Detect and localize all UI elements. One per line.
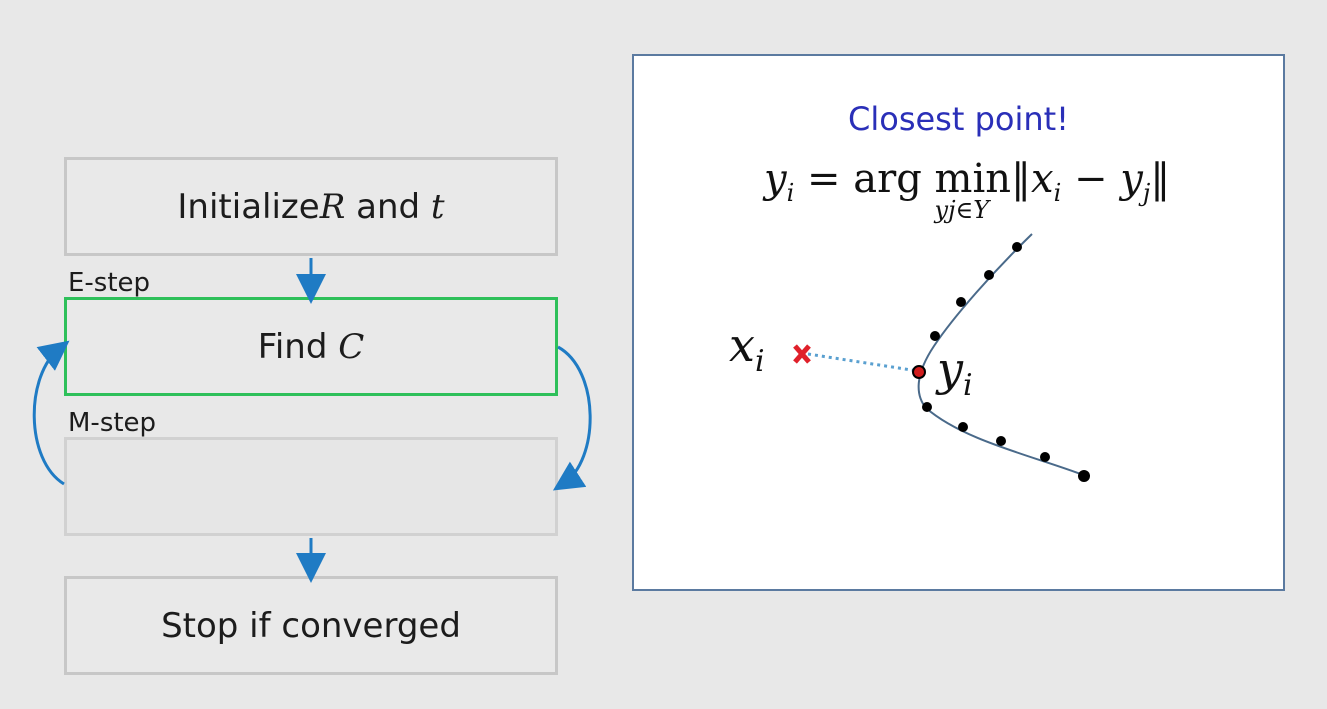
label-xi: xi xyxy=(729,318,765,379)
curve-point xyxy=(922,402,932,412)
curve-point xyxy=(996,436,1006,446)
m-step-box xyxy=(64,437,558,536)
formula-under: yj∈Y xyxy=(934,196,990,224)
label-yi: yi xyxy=(937,342,973,403)
formula-x: x xyxy=(1031,156,1054,202)
query-point-x-marker xyxy=(793,344,811,364)
e-step-label: E-step xyxy=(68,268,151,298)
formula-y: y xyxy=(1120,156,1143,202)
loop-arrow-right xyxy=(552,345,592,491)
label-x-sub: i xyxy=(754,344,765,380)
initialize-t-symbol: t xyxy=(430,186,445,227)
initialize-box: Initialize R and t xyxy=(64,157,558,256)
point-curve-diagram xyxy=(793,233,1090,482)
initialize-text: Initialize xyxy=(177,186,320,227)
panel-title: Closest point! xyxy=(848,100,1069,138)
initialize-and-text: and xyxy=(345,186,431,227)
label-y-sub: i xyxy=(963,368,973,404)
find-text: Find xyxy=(257,326,339,367)
formula-eq: = arg xyxy=(794,156,935,202)
loop-arrow-left xyxy=(32,340,70,486)
curve xyxy=(917,233,1087,477)
formula-lhs-sub: i xyxy=(786,179,795,207)
closest-distance-line xyxy=(807,352,919,373)
curve-point xyxy=(984,270,994,280)
formula-x-sub: i xyxy=(1053,179,1062,207)
formula-y-sub: j xyxy=(1142,179,1151,207)
stop-text: Stop if converged xyxy=(161,605,461,646)
label-x: x xyxy=(729,318,755,372)
initialize-r-symbol: R xyxy=(319,186,346,227)
formula-minus: − xyxy=(1061,156,1121,202)
curve-point xyxy=(956,297,966,307)
curve-point xyxy=(1078,470,1090,482)
curve-point xyxy=(930,331,940,341)
label-y: y xyxy=(937,342,963,396)
find-c-symbol: C xyxy=(338,326,365,367)
closest-point-yi xyxy=(912,365,926,379)
formula-min: min xyxy=(934,156,1012,202)
curve-point xyxy=(1040,452,1050,462)
curve-point xyxy=(1012,242,1022,252)
formula-lhs: y xyxy=(764,156,787,202)
curve-point xyxy=(958,422,968,432)
m-step-label: M-step xyxy=(68,408,157,438)
